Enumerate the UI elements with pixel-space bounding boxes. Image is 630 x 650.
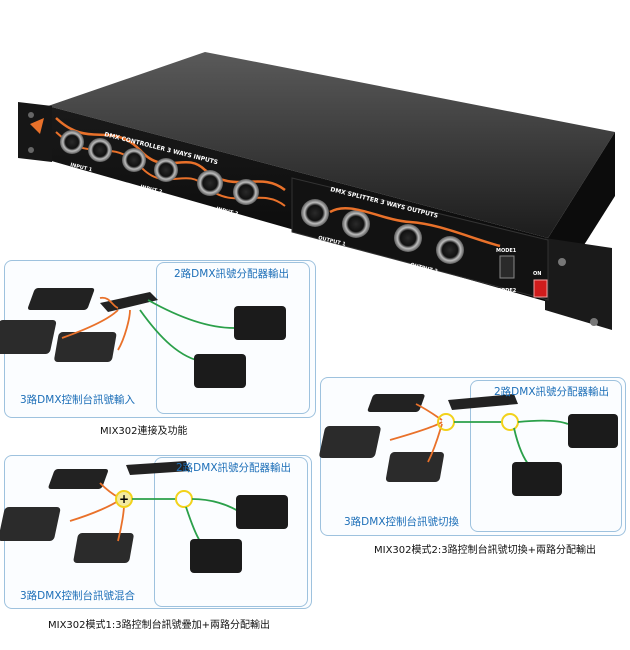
led-fixture-icon xyxy=(190,495,288,573)
diagram2-illustration xyxy=(319,394,618,496)
console-icon xyxy=(319,394,444,482)
led-fixture-icon xyxy=(512,414,618,496)
label-input2: INPUT 2 xyxy=(140,184,164,195)
diagram1-inputs-label: 3路DMX控制台訊號輸入 xyxy=(20,394,136,406)
console-icon xyxy=(0,469,134,563)
diagram3-outputs-label: 2路DMX訊號分配器輸出 xyxy=(176,462,292,474)
diagram2-caption: MIX302模式2:3路控制台訊號切換+兩路分配輸出 xyxy=(374,545,596,556)
rack-device-image: DMX CONTROLLER 3 WAYS INPUTS DMX SPLITTE… xyxy=(18,52,615,330)
diagram3-illustration: + xyxy=(0,461,288,573)
diagram1-outputs-label: 2路DMX訊號分配器輸出 xyxy=(174,268,290,280)
diagram1-caption: MIX302連接及功能 xyxy=(100,426,188,437)
svg-text:+: + xyxy=(119,492,129,506)
label-input3: INPUT 3 xyxy=(216,206,240,217)
diagram3-caption: MIX302模式1:3路控制台訊號疊加+兩路分配輸出 xyxy=(48,620,270,631)
diagram2-outputs-label: 2路DMX訊號分配器輸出 xyxy=(494,386,610,398)
label-mode2: MODE2 xyxy=(496,288,517,294)
diagram3-output-panel xyxy=(154,457,308,607)
diagram2-inputs-label: 3路DMX控制台訊號切換 xyxy=(344,516,460,528)
diagram3-inputs-label: 3路DMX控制台訊號混合 xyxy=(20,590,136,602)
console-icon xyxy=(0,288,117,362)
label-input1: INPUT 1 xyxy=(70,162,94,173)
split-junction-icon xyxy=(175,490,193,508)
diagram1-illustration xyxy=(0,288,286,388)
led-fixture-icon xyxy=(194,306,286,388)
split-junction-icon xyxy=(501,413,519,431)
label-off: OFF xyxy=(533,303,544,309)
label-on: ON xyxy=(533,271,541,277)
label-mode1: MODE1 xyxy=(496,248,517,254)
